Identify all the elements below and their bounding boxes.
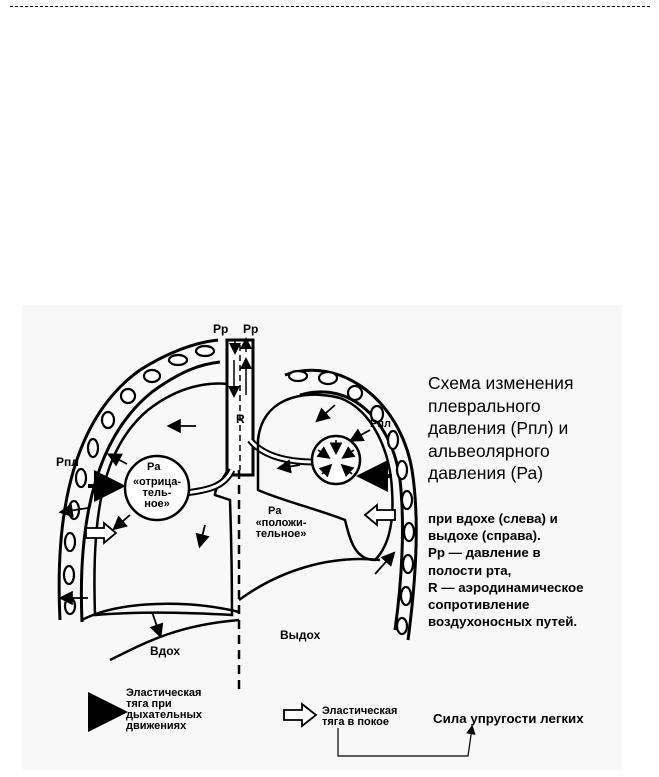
alveolar-pressure-right: Pa [268,505,281,517]
mouth-pressure-left: Pр [213,322,228,336]
alveolar-pressure-left: Pa [147,461,160,473]
legend-rest-label: Эластическая тяга в покое [322,706,397,728]
legend-breathing-label: Эластическая тяга при дыхательных движен… [126,688,202,732]
inhale-label: Вдох [150,644,180,658]
caption-title: Схема изменения плеврального давления (Р… [428,372,643,485]
pleural-pressure-right: Pпл [370,418,391,430]
alveolar-left-note: «отрица- тель- ное» [127,477,187,510]
resistance-label: R [236,412,245,426]
exhale-label: Выдох [280,628,320,642]
pleural-pressure-left: Pпл [56,455,79,469]
mouth-pressure-right: Рр [243,322,258,336]
alveolar-right-note: «положи- тельное» [246,518,316,540]
lung-elasticity-label: Сила упругости легких [433,711,584,726]
caption-body: при вдохе (слева) и выдохе (справа). Рр … [428,510,648,630]
